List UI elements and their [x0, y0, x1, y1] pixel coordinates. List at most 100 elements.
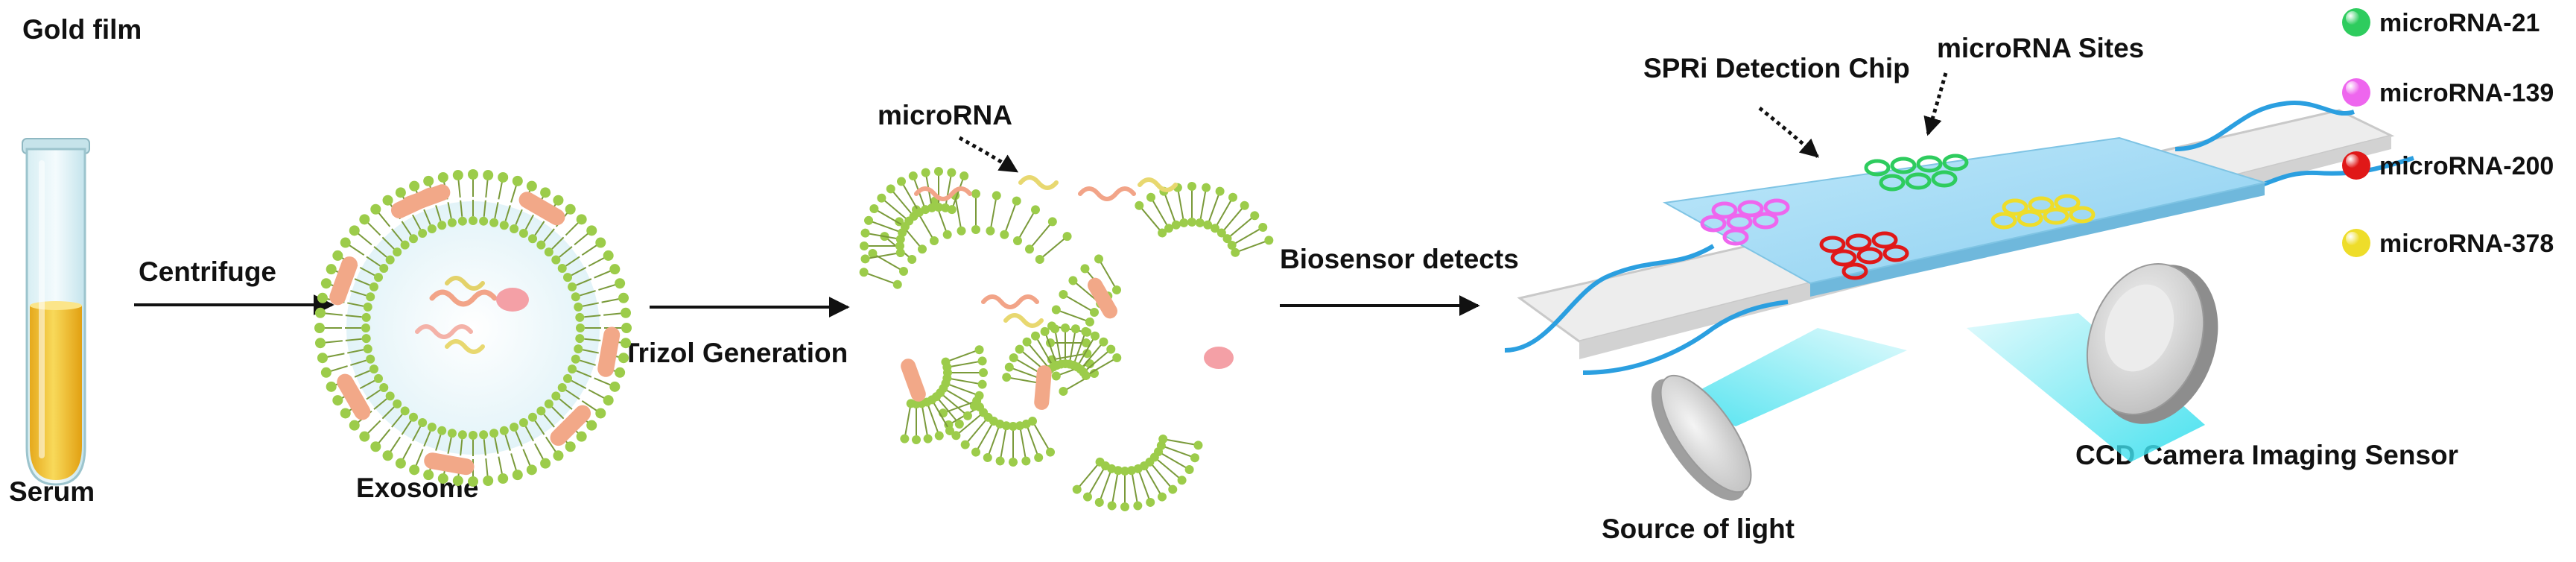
microrna-site — [1841, 262, 1868, 280]
lipid-inner — [562, 373, 587, 389]
microrna-site — [1905, 172, 1932, 190]
lipid — [510, 453, 523, 481]
microrna-site — [1830, 249, 1857, 267]
lipid — [545, 436, 564, 461]
lipid-inner — [536, 228, 555, 250]
microrna-site — [1856, 247, 1883, 265]
lipid — [498, 456, 509, 484]
ccd-camera-lens — [2086, 263, 2218, 424]
bilayer-fragment — [1072, 435, 1203, 512]
lipid-inner — [366, 383, 389, 400]
lipid — [483, 458, 494, 487]
lipid-inner — [423, 423, 437, 447]
legend: microRNA-21 microRNA-139 microRNA-200 mi… — [2342, 8, 2554, 258]
biosensor-label: Biosensor detects — [1280, 244, 1519, 274]
lipid-inner — [366, 256, 389, 273]
bilayer-fragment — [939, 396, 1056, 467]
membrane-protein — [1088, 277, 1117, 319]
lipid — [359, 420, 381, 442]
spri-instrument — [1504, 101, 2414, 501]
lipid — [320, 365, 348, 378]
microrna-site — [2028, 196, 2055, 214]
lipid-inner — [359, 373, 384, 389]
lipid-inner — [391, 406, 410, 428]
lipid — [317, 353, 345, 364]
membrane-protein — [390, 187, 439, 219]
optical-fiber-top-right — [2174, 101, 2355, 151]
incident-light-beam — [1676, 328, 1907, 426]
membrane-protein — [329, 256, 358, 306]
microrna-site — [2017, 209, 2043, 227]
lipid — [314, 323, 342, 333]
legend-item-microrna-139: microRNA-139 — [2342, 78, 2554, 107]
microrna-sites — [1700, 154, 2096, 280]
lipid-inner — [401, 412, 418, 435]
lipid-inner — [499, 426, 511, 451]
free-rna-3 — [1078, 186, 1136, 201]
lipid — [534, 443, 551, 469]
lipid-inner — [345, 312, 371, 322]
microrna-site — [1864, 159, 1891, 177]
microrna-site — [1990, 212, 2017, 230]
lipid-inner — [551, 391, 573, 410]
lipid-inner — [518, 214, 534, 239]
lipid-inner — [345, 323, 370, 332]
legend-label-microrna-21: microRNA-21 — [2379, 9, 2539, 37]
lipid — [581, 237, 606, 256]
lipid — [409, 449, 424, 476]
lipid-inner — [469, 200, 478, 225]
lipid — [498, 171, 509, 200]
lipid — [370, 429, 391, 452]
lipid — [603, 307, 632, 318]
lipid-inner — [499, 205, 511, 230]
sites-label: microRNA Sites — [1937, 33, 2144, 63]
bilayer-fragment — [1135, 181, 1274, 257]
centrifuge-label: Centrifuge — [139, 256, 276, 287]
microrna-site — [1700, 215, 1727, 233]
lipid-inner — [345, 334, 371, 344]
microrna-label: microRNA — [878, 100, 1012, 130]
microrna-site — [1942, 154, 1969, 171]
lipid — [565, 214, 587, 236]
lipid-inner — [359, 267, 384, 282]
lipid-inner — [510, 209, 523, 233]
membrane-protein — [337, 373, 371, 420]
lysed-exosome-fragments — [859, 167, 1274, 512]
lipid — [574, 225, 597, 246]
lipid — [598, 278, 626, 291]
lipid-inner — [528, 221, 545, 244]
chip-pointer-arrow — [1758, 107, 1819, 158]
bilayer-fragment — [900, 345, 989, 445]
lipid — [382, 436, 402, 461]
lipid — [349, 225, 372, 246]
lipid-inner — [479, 200, 489, 226]
optical-fiber-bottom — [1582, 300, 1789, 375]
lipid-inner — [528, 412, 545, 435]
lipid-inner — [557, 256, 580, 273]
lipid — [510, 175, 523, 203]
spri-chip — [1662, 136, 2268, 285]
lipid — [370, 203, 391, 227]
lipid — [588, 250, 614, 267]
lipid — [581, 400, 606, 419]
lipid-inner — [457, 430, 467, 456]
free-rna — [914, 175, 1234, 369]
lipid-inner — [423, 209, 437, 233]
trizol-label: Trizol Generation — [623, 338, 848, 368]
lipid — [588, 389, 614, 406]
microrna-site — [1819, 236, 1846, 253]
exosome-rna-3 — [415, 324, 473, 339]
microrna-site — [2043, 207, 2069, 225]
free-rna-6 — [1003, 313, 1044, 328]
lipid-inner — [381, 399, 402, 420]
free-rna-5 — [981, 294, 1039, 309]
microrna-site — [2002, 198, 2028, 216]
membrane-protein — [597, 326, 621, 377]
membrane-protein — [518, 192, 565, 226]
exosome-rna-2 — [445, 276, 485, 291]
microrna-site — [1845, 233, 1872, 251]
lipid-inner — [435, 205, 447, 230]
lipid — [522, 449, 537, 476]
lipid-inner — [562, 267, 587, 282]
